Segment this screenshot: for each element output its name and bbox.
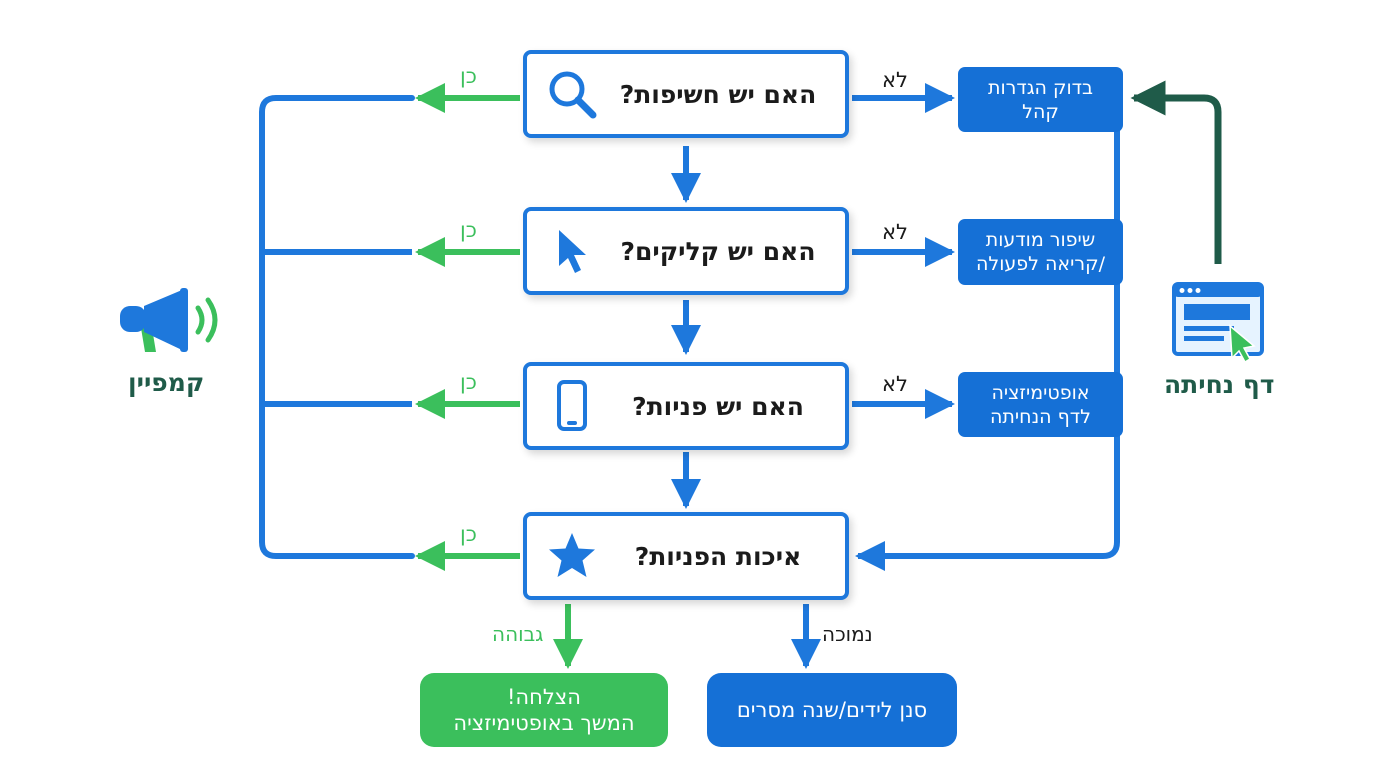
yes-label-2: כן xyxy=(460,218,477,242)
no-label-2: לא xyxy=(882,220,908,244)
action-line: קהל xyxy=(1022,100,1059,123)
action-line: שיפור מודעות xyxy=(985,229,1096,251)
action-optimize-landing: אופטימיזציה לדף הנחיתה xyxy=(958,372,1123,437)
question-text: האם יש חשיפות? xyxy=(619,79,817,109)
yes-label-3: כן xyxy=(460,370,477,394)
megaphone-icon xyxy=(120,288,218,352)
star-icon xyxy=(549,533,595,577)
action-line: /קריאה לפעולה xyxy=(976,253,1105,275)
landing-page-icon xyxy=(1172,282,1264,362)
action-check-audience: בדוק הגדרות קהל xyxy=(958,67,1123,132)
low-quality-label: נמוכה xyxy=(822,622,873,646)
landing-page-arrow xyxy=(1130,80,1222,264)
success-result-box: הצלחה! המשך באופטימיזציה xyxy=(420,673,668,747)
campaign-label: קמפיין xyxy=(128,368,205,397)
action-line: אופטימיזציה xyxy=(991,381,1090,404)
yes-label-1: כן xyxy=(460,64,477,88)
landing-page-label: דף נחיתה xyxy=(1164,370,1275,399)
cursor-icon xyxy=(559,230,586,273)
question-lead-quality: איכות הפניות? xyxy=(523,512,849,600)
filter-leads-result-box: סנן לידים/שנה מסרים xyxy=(707,673,957,747)
no-label-3: לא xyxy=(882,372,908,396)
question-text: האם יש פניות? xyxy=(632,391,804,421)
action-line: לדף הנחיתה xyxy=(990,405,1091,428)
question-text: האם יש קליקים? xyxy=(620,236,816,266)
result-line: המשך באופטימיזציה xyxy=(453,711,635,735)
search-icon xyxy=(549,71,597,119)
result-line: הצלחה! xyxy=(507,685,581,709)
high-quality-label: גבוהה xyxy=(492,622,544,646)
return-loop xyxy=(855,130,1120,571)
action-improve-ads: שיפור מודעות /קריאה לפעולה xyxy=(958,219,1123,285)
result-line: סנן לידים/שנה מסרים xyxy=(736,698,928,722)
question-clicks: האם יש קליקים? xyxy=(523,207,849,295)
yes-label-4: כן xyxy=(460,522,477,546)
no-label-1: לא xyxy=(882,68,908,92)
question-leads: האם יש פניות? xyxy=(523,362,849,450)
action-line: בדוק הגדרות xyxy=(987,76,1094,99)
question-text: איכות הפניות? xyxy=(634,541,802,571)
question-impressions: האם יש חשיפות? xyxy=(523,50,849,138)
phone-icon xyxy=(557,380,587,431)
left-blue-bracket xyxy=(259,95,415,559)
